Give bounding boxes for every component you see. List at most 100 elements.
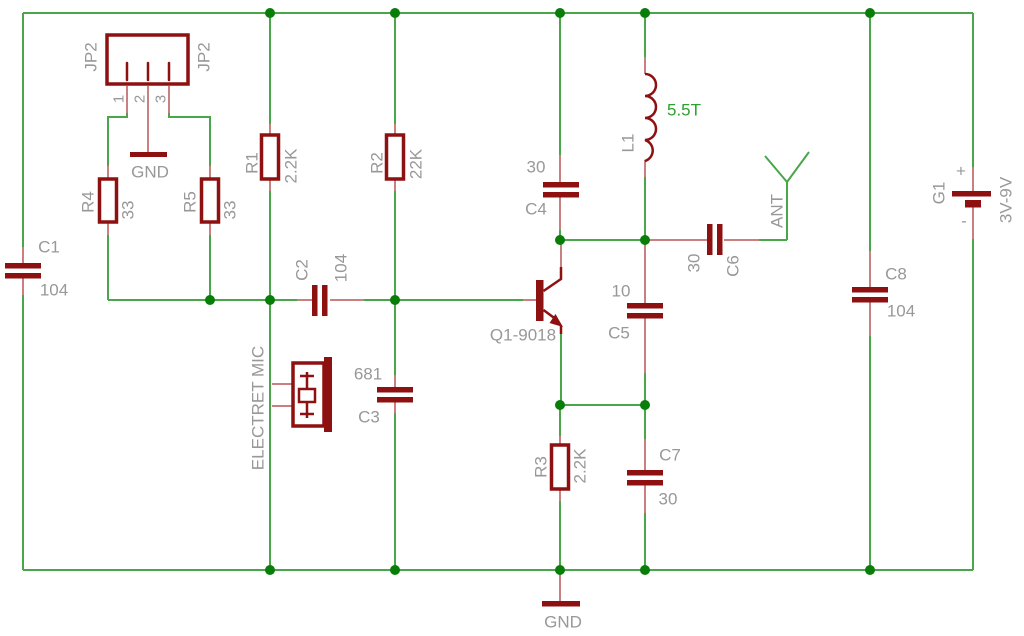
label-jp2-ref-right: JP2 bbox=[194, 42, 214, 72]
c4-plate-top bbox=[543, 182, 579, 188]
resistor-r3-body bbox=[549, 443, 571, 491]
capacitor-c6-plates bbox=[707, 224, 723, 255]
junction-dot bbox=[865, 565, 875, 575]
label-jp2-pin1: 1 bbox=[110, 94, 128, 104]
resistor-r4-body bbox=[97, 177, 119, 224]
mic-inner-element bbox=[297, 387, 317, 404]
junction-dot bbox=[265, 295, 275, 305]
junction-dot bbox=[555, 8, 565, 18]
c2-plate-left bbox=[312, 285, 318, 316]
label-r3-ref: R3 bbox=[531, 456, 551, 478]
label-r1-val: 2.2K bbox=[281, 148, 301, 184]
label-electret-mic: ELECTRET MIC bbox=[248, 345, 268, 471]
mic-back-plate bbox=[324, 357, 332, 432]
label-c7-val: 30 bbox=[658, 489, 678, 509]
c6-plate-left bbox=[707, 224, 713, 255]
label-c1-val: 104 bbox=[39, 280, 69, 300]
q1-base-bar bbox=[536, 280, 544, 321]
c1-plate-bottom bbox=[5, 273, 41, 279]
electret-mic-symbol bbox=[291, 357, 332, 432]
junction-dots bbox=[205, 8, 875, 575]
junction-dot bbox=[390, 8, 400, 18]
c5-plate-top bbox=[627, 303, 663, 309]
wire-jp2-pin3-to-r5 bbox=[168, 112, 211, 166]
battery-g1-symbol bbox=[952, 191, 991, 208]
c8-plate-top bbox=[852, 287, 888, 293]
label-c3-ref: C3 bbox=[358, 407, 380, 427]
c7-plate-bottom bbox=[627, 480, 663, 486]
label-g1-plus: + bbox=[956, 161, 966, 181]
label-r4-val: 33 bbox=[118, 200, 138, 220]
label-ant: ANT bbox=[767, 194, 787, 228]
junction-dot bbox=[555, 235, 565, 245]
g1-plate-short bbox=[965, 200, 981, 208]
gnd-symbol-main bbox=[542, 601, 580, 607]
c6-plate-right bbox=[717, 224, 723, 255]
label-gnd-jp2: GND bbox=[131, 162, 169, 182]
label-l1-ref: L1 bbox=[618, 133, 638, 153]
label-r1-ref: R1 bbox=[242, 152, 262, 174]
resistor-r1-body bbox=[259, 133, 281, 181]
transistor-q1-symbol bbox=[536, 267, 563, 334]
label-c6-ref: C6 bbox=[723, 255, 743, 277]
label-gnd-main: GND bbox=[544, 612, 582, 632]
junction-dot bbox=[390, 295, 400, 305]
junction-dot bbox=[640, 400, 650, 410]
junction-dot bbox=[640, 8, 650, 18]
c7-plate-top bbox=[627, 470, 663, 476]
label-c3-val: 681 bbox=[353, 364, 383, 384]
junction-dot bbox=[265, 565, 275, 575]
c2-plate-right bbox=[322, 285, 328, 316]
label-q1-ref: Q1-9018 bbox=[489, 325, 557, 345]
capacitor-c5-plates bbox=[627, 303, 663, 319]
power-rails bbox=[22, 12, 974, 571]
junction-dot bbox=[205, 295, 215, 305]
label-r3-val: 2.2K bbox=[570, 448, 590, 484]
label-r5-val: 33 bbox=[220, 200, 240, 220]
capacitor-c8-plates bbox=[852, 287, 888, 303]
net-wires bbox=[107, 13, 871, 570]
c1-plate-top bbox=[5, 263, 41, 269]
label-c1-ref: C1 bbox=[38, 237, 60, 257]
gnd-symbol-jp2 bbox=[130, 152, 167, 157]
label-jp2-pin3: 3 bbox=[152, 94, 170, 104]
c5-plate-bottom bbox=[627, 313, 663, 319]
junction-dot bbox=[555, 400, 565, 410]
label-c4-ref: C4 bbox=[525, 199, 547, 219]
q1-emitter-arrow bbox=[549, 314, 563, 327]
ant-arm-left bbox=[764, 155, 788, 183]
label-c2-ref: C2 bbox=[292, 259, 312, 281]
label-c8-val: 104 bbox=[886, 301, 916, 321]
resistor-r2-body bbox=[384, 133, 406, 181]
label-jp2-ref-left: JP2 bbox=[81, 42, 101, 72]
inductor-l1-coil bbox=[644, 72, 658, 163]
c8-plate-bottom bbox=[852, 297, 888, 303]
label-l1-val: 5.5T bbox=[666, 100, 702, 120]
junction-dot bbox=[640, 235, 650, 245]
label-g1-val: 3V-9V bbox=[996, 176, 1016, 224]
label-c5-val: 10 bbox=[611, 281, 631, 301]
junction-dot bbox=[390, 565, 400, 575]
jp2-connector-symbol bbox=[105, 33, 190, 86]
label-g1-minus: - bbox=[961, 211, 967, 231]
label-r2-val: 22K bbox=[406, 148, 426, 180]
capacitor-c2-plates bbox=[312, 285, 328, 316]
ant-arm-right bbox=[786, 151, 810, 183]
capacitor-c3-plates bbox=[377, 387, 413, 403]
junction-dot bbox=[865, 8, 875, 18]
junction-dot bbox=[265, 8, 275, 18]
antenna-symbol bbox=[764, 151, 810, 183]
label-r5-ref: R5 bbox=[180, 191, 200, 213]
label-c8-ref: C8 bbox=[885, 264, 907, 284]
label-c6-val: 30 bbox=[684, 253, 704, 273]
junction-dot bbox=[640, 565, 650, 575]
q1-collector-lead bbox=[542, 267, 563, 293]
label-c7-ref: C7 bbox=[659, 445, 681, 465]
wire-jp2-pin1-to-r4 bbox=[107, 112, 128, 166]
label-g1-ref: G1 bbox=[929, 181, 949, 205]
label-r4-ref: R4 bbox=[78, 191, 98, 213]
junction-dot bbox=[555, 565, 565, 575]
c4-plate-bottom bbox=[543, 192, 579, 198]
